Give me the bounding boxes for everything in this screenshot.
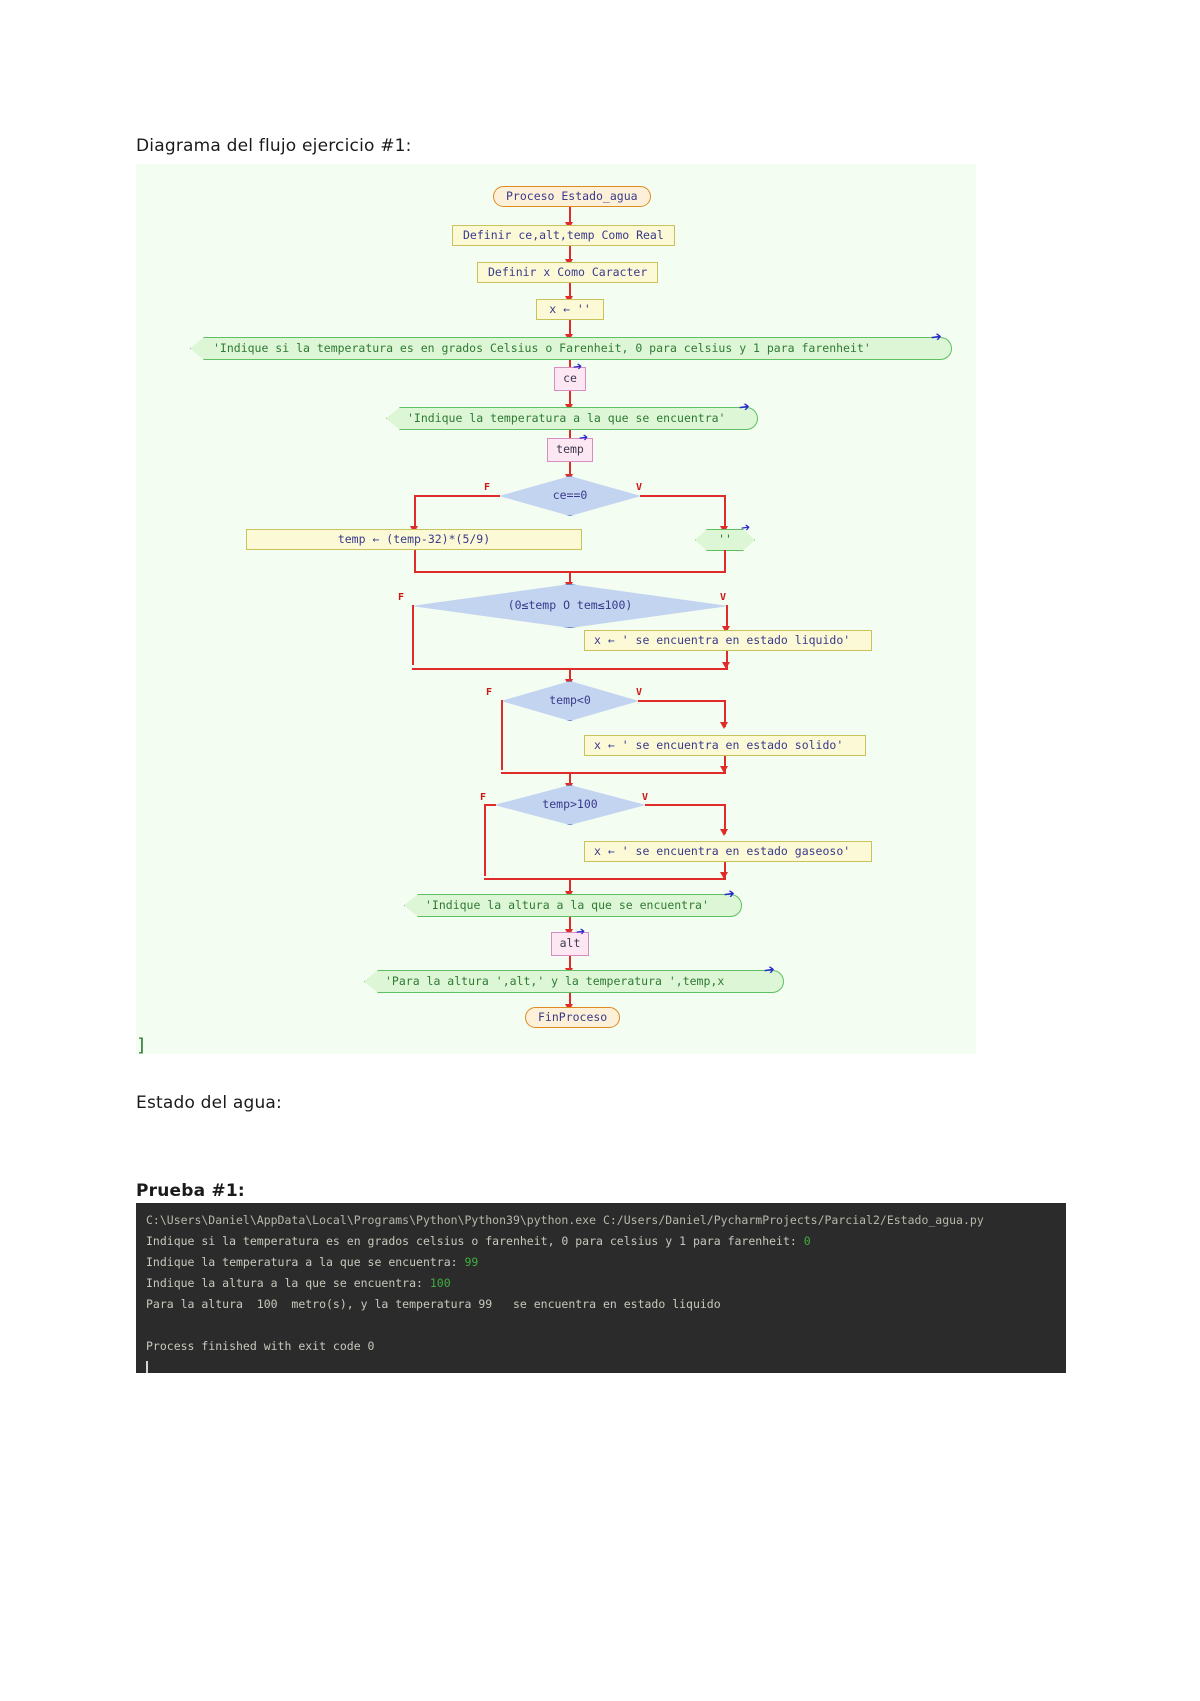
- branch-label-true: V: [642, 792, 649, 803]
- node-decision-gt100: temp>100: [494, 785, 646, 825]
- connector: [569, 571, 571, 585]
- connector: [484, 804, 496, 806]
- pencil-icon: ➔: [723, 886, 736, 903]
- node-start: Proceso Estado_agua: [493, 186, 651, 207]
- connector: [569, 917, 571, 933]
- connector: [569, 668, 571, 682]
- connector: [501, 772, 726, 774]
- connector: [726, 605, 728, 631]
- console-blank: [146, 1315, 1056, 1336]
- estado-heading: Estado del agua:: [136, 1093, 282, 1113]
- pencil-icon: ➔: [578, 430, 590, 445]
- console-output: C:\Users\Daniel\AppData\Local\Programs\P…: [136, 1203, 1066, 1373]
- node-output-prompt-scale: 'Indique si la temperatura es en grados …: [190, 337, 952, 360]
- connector: [569, 320, 571, 338]
- node-state-solid: x ← ' se encuentra en estado solido': [584, 735, 866, 756]
- pencil-icon: ➔: [740, 520, 752, 535]
- node-decision-ce: ce==0: [499, 476, 641, 516]
- connector: [724, 804, 726, 834]
- branch-label-false: F: [398, 592, 405, 603]
- console-prompt: Indique la temperatura a la que se encue…: [146, 1255, 465, 1269]
- console-command: C:\Users\Daniel\AppData\Local\Programs\P…: [146, 1213, 984, 1227]
- node-define-reals: Definir ce,alt,temp Como Real: [452, 225, 675, 246]
- connector: [414, 495, 500, 497]
- connector: [569, 878, 571, 895]
- connector: [640, 495, 726, 497]
- pencil-icon: ➔: [930, 329, 943, 346]
- console-line: Indique la temperatura a la que se encue…: [146, 1252, 1056, 1273]
- flowchart-canvas: Proceso Estado_agua Definir ce,alt,temp …: [136, 164, 976, 1054]
- connector: [724, 495, 726, 531]
- connector: [569, 462, 571, 477]
- connector: [724, 756, 726, 773]
- connector: [501, 700, 503, 770]
- connector: [638, 700, 726, 702]
- node-read-temp: temp: [547, 438, 593, 462]
- node-end: FinProceso: [525, 1007, 621, 1028]
- console-result: Para la altura 100 metro(s), y la temper…: [146, 1297, 721, 1311]
- node-output-prompt-temp: 'Indique la temperatura a la que se encu…: [386, 407, 758, 430]
- page-title: Diagrama del flujo ejercicio #1:: [136, 136, 412, 156]
- node-convert-temp: temp ← (temp-32)*(5/9): [246, 529, 582, 550]
- node-read-alt: alt: [551, 932, 589, 956]
- console-exit: Process finished with exit code 0: [146, 1339, 375, 1353]
- console-prompt: Indique si la temperatura es en grados c…: [146, 1234, 804, 1248]
- connector: [414, 550, 416, 572]
- node-state-liquid: x ← ' se encuentra en estado liquido': [584, 630, 872, 651]
- connector: [569, 772, 571, 786]
- node-output-prompt-altura: 'Indique la altura a la que se encuentra…: [404, 894, 742, 917]
- arrow-head: [720, 829, 728, 836]
- console-cursor: [146, 1357, 1056, 1373]
- connector: [484, 804, 486, 876]
- node-decision-lt0: temp<0: [501, 681, 639, 721]
- node-read-ce: ce: [554, 367, 586, 391]
- arrow-head: [720, 722, 728, 729]
- branch-label-true: V: [720, 592, 727, 603]
- trailing-bracket: ]: [136, 1035, 147, 1056]
- connector: [484, 878, 726, 880]
- connector: [645, 804, 726, 806]
- connector: [569, 956, 571, 972]
- branch-label-false: F: [480, 792, 487, 803]
- console-value: 99: [464, 1255, 479, 1269]
- console-value: 100: [429, 1276, 451, 1290]
- arrow-head: [720, 766, 728, 773]
- connector: [724, 700, 726, 727]
- node-define-char: Definir x Como Caracter: [477, 262, 659, 283]
- node-state-gas: x ← ' se encuentra en estado gaseoso': [584, 841, 872, 862]
- node-decision-range: (0≤temp O tem≤100): [411, 584, 729, 628]
- pencil-icon: ➔: [738, 399, 751, 416]
- connector: [724, 862, 726, 879]
- connector: [569, 993, 571, 1008]
- node-output-result: 'Para la altura ',alt,' y la temperatura…: [364, 970, 784, 993]
- flowchart-nodes: Proceso Estado_agua Definir ce,alt,temp …: [136, 164, 976, 1054]
- branch-label-false: F: [486, 687, 493, 698]
- branch-label-true: V: [636, 687, 643, 698]
- branch-label-false: F: [484, 482, 491, 493]
- connector: [724, 550, 726, 572]
- connector: [414, 495, 416, 531]
- branch-label-true: V: [636, 482, 643, 493]
- pencil-icon: ➔: [763, 962, 776, 979]
- console-prompt: Indique la altura a la que se encuentra:: [146, 1276, 430, 1290]
- connector: [726, 651, 728, 669]
- connector: [569, 207, 571, 225]
- arrow-head: [722, 626, 730, 633]
- arrow-head: [720, 872, 728, 879]
- pencil-icon: ➔: [572, 359, 584, 374]
- connector: [569, 246, 571, 263]
- connector: [412, 605, 414, 665]
- connector: [569, 283, 571, 300]
- arrow-head: [722, 662, 730, 669]
- node-assign-x: x ← '': [536, 299, 604, 320]
- connector: [569, 391, 571, 409]
- node-output-empty: '': [695, 529, 755, 551]
- prueba-heading: Prueba #1:: [136, 1181, 245, 1201]
- console-line: Indique la altura a la que se encuentra:…: [146, 1273, 1056, 1294]
- console-line: Indique si la temperatura es en grados c…: [146, 1231, 1056, 1252]
- pencil-icon: ➔: [575, 924, 587, 939]
- console-value: 0: [803, 1234, 811, 1248]
